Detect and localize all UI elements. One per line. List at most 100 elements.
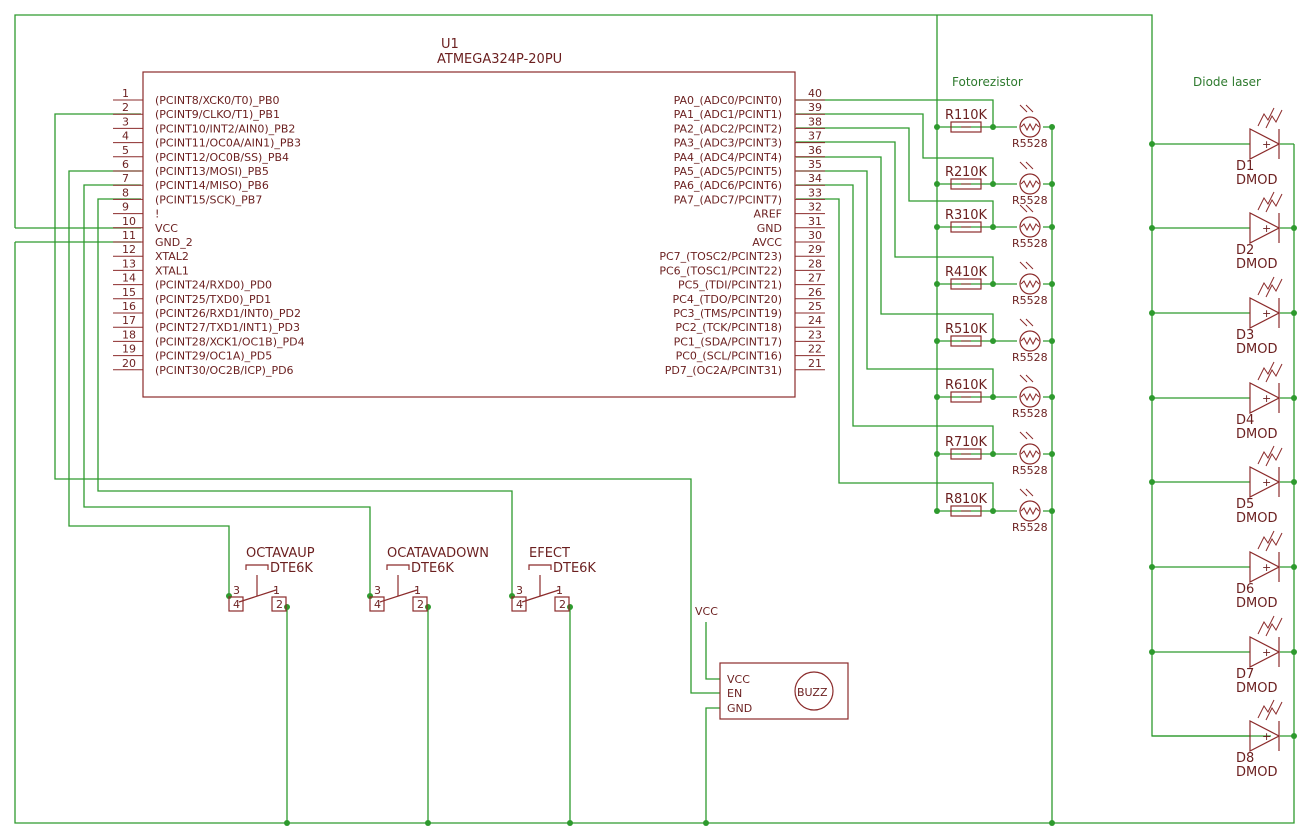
photoresistor-body: [1019, 443, 1041, 465]
mcu-pin-number: 35: [808, 158, 822, 171]
photoresistor[interactable]: R5528: [1012, 261, 1048, 307]
photoresistor[interactable]: R5528: [1012, 488, 1048, 534]
mcu-pin-name: (PCINT14/MISO)_PB6: [155, 179, 269, 192]
mcu-pin-number: 4: [122, 130, 129, 143]
mcu-pin-number: 27: [808, 272, 822, 285]
mcu-pin-number: 32: [808, 201, 822, 214]
buzzer-module[interactable]: BUZZ VCC EN GND: [719, 662, 849, 720]
mcu-pin-name: PD7_(OC2A/PCINT31): [665, 364, 782, 377]
diode-plus: +: [1262, 392, 1271, 405]
photoresistor-body: [1019, 330, 1041, 352]
photoresistor-zigzag: [1020, 392, 1040, 402]
mcu-pin-number: 21: [808, 357, 822, 370]
button-pin-label: 1: [273, 584, 280, 597]
photoresistor[interactable]: R5528: [1012, 374, 1048, 420]
mcu-pin-number: 22: [808, 343, 822, 356]
mcu-pin-number: 14: [122, 272, 136, 285]
laser-emission-icon: [1257, 699, 1283, 721]
mcu-pin-number: 39: [808, 101, 822, 114]
button-ref: OCATAVADOWN: [387, 546, 489, 561]
photoresistor-value: R5528: [1012, 351, 1048, 364]
mcu-pin-number: 40: [808, 87, 822, 100]
mcu-value: ATMEGA324P-20PU: [437, 52, 562, 67]
resistor-ref: R4: [945, 265, 962, 280]
light-arrows-icon: [1019, 204, 1034, 213]
mcu-pin-name: (PCINT26/RXD1/INT0)_PD2: [155, 307, 301, 320]
mcu-pin-number: 29: [808, 243, 822, 256]
photoresistor[interactable]: R5528: [1012, 161, 1048, 207]
mcu-pin-name: PA3_(ADC3/PCINT3): [674, 137, 782, 150]
laser-emission-icon: [1257, 276, 1283, 298]
mcu-pin-number: 3: [122, 115, 129, 128]
diode-triangle: [1249, 297, 1281, 329]
mcu-pin-number: 18: [122, 328, 136, 341]
photoresistor-body: [1019, 116, 1041, 138]
resistor-body: [950, 278, 982, 290]
diode-ref: D1: [1236, 159, 1254, 174]
resistor-value: 10K: [962, 108, 988, 123]
mcu-pin-number: 16: [122, 300, 136, 313]
photoresistor-value: R5528: [1012, 294, 1048, 307]
resistor-body: [950, 178, 982, 190]
button-ref: EFECT: [529, 546, 570, 561]
photoresistor-zigzag: [1020, 279, 1040, 289]
button-value: DTE6K: [553, 561, 596, 576]
resistor-value: 10K: [962, 208, 988, 223]
mcu-pin-name: PA4_(ADC4/PCINT4): [674, 151, 782, 164]
button-pin-label: 4: [374, 598, 381, 611]
mcu-pin-name: PC6_(TOSC1/PCINT22): [659, 264, 782, 277]
photoresistor-body: [1019, 273, 1041, 295]
photoresistor-value: R5528: [1012, 407, 1048, 420]
mcu-pin-number: 10: [122, 215, 136, 228]
mcu-pin-number: 13: [122, 257, 136, 270]
photoresistor[interactable]: R5528: [1012, 431, 1048, 477]
mcu-pin-name: PC0_(SCL/PCINT16): [676, 350, 782, 363]
photoresistor[interactable]: R5528: [1012, 318, 1048, 364]
mcu-pin-name: VCC: [155, 222, 178, 235]
button-pin-label: 2: [559, 598, 566, 611]
mcu-pin-name: (PCINT8/XCK0/T0)_PB0: [155, 94, 280, 107]
photoresistor-zigzag: [1020, 449, 1040, 459]
diode-triangle: [1249, 466, 1281, 498]
button-pin-label: 3: [516, 584, 523, 597]
mcu-pin-name: PC5_(TDI/PCINT21): [678, 279, 782, 292]
mcu-pin-name: (PCINT11/OC0A/AIN1)_PB3: [155, 137, 301, 150]
button-pin-label: 4: [516, 598, 523, 611]
photoresistor-zigzag: [1020, 222, 1040, 232]
diode-value: DMOD: [1236, 596, 1277, 611]
photoresistor-value: R5528: [1012, 137, 1048, 150]
mcu-pin-name: PA1_(ADC1/PCINT1): [674, 108, 782, 121]
photoresistor[interactable]: R5528: [1012, 204, 1048, 250]
photoresistor[interactable]: R5528: [1012, 104, 1048, 150]
mcu-pin-name: PA5_(ADC5/PCINT5): [674, 165, 782, 178]
junctions: [226, 124, 1297, 826]
mcu-ref: U1: [441, 37, 459, 52]
diode-plus: +: [1262, 476, 1271, 489]
diode-value: DMOD: [1236, 427, 1277, 442]
diode-triangle: [1249, 212, 1281, 244]
mcu-pin-number: 9: [122, 201, 129, 214]
mcu-u1[interactable]: U1 ATMEGA324P-20PU 1(PCINT8/XCK0/T0)_PB0…: [113, 37, 825, 398]
mcu-left-pins: 1(PCINT8/XCK0/T0)_PB02(PCINT9/CLKO/T1)_P…: [113, 87, 305, 377]
laser-emission-icon: [1257, 530, 1283, 552]
